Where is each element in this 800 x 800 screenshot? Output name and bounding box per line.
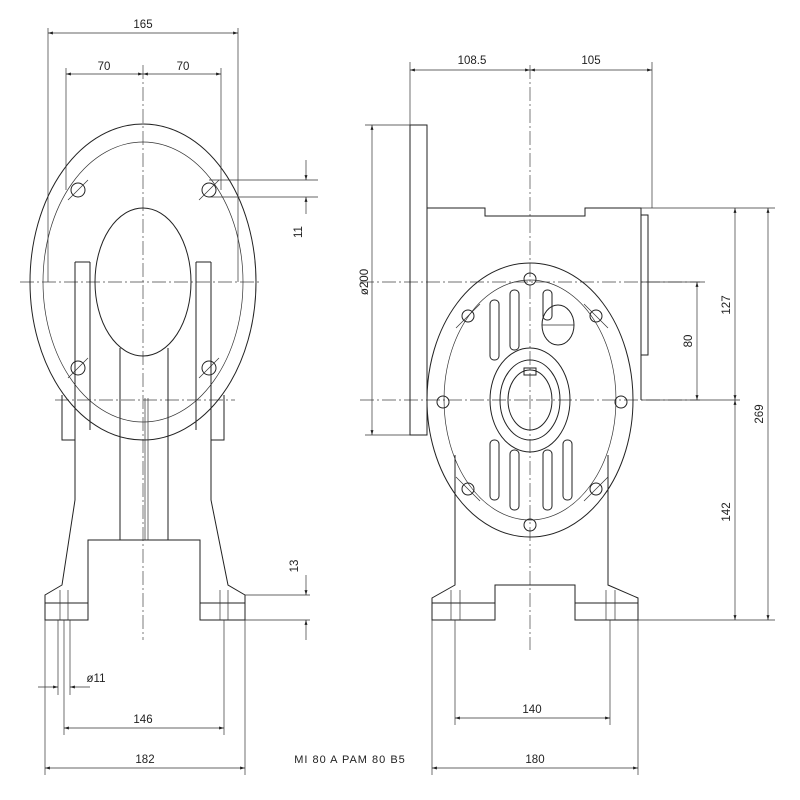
dim-side-foot-centers: 140 xyxy=(522,704,541,716)
dim-foot-centers: 146 xyxy=(133,714,152,726)
dim-total-height: 269 xyxy=(754,404,766,423)
housing-ribs xyxy=(489,289,573,511)
dim-flange-dia: ø200 xyxy=(359,269,371,295)
bore-circle xyxy=(94,207,192,357)
bolt-holes-side xyxy=(436,272,628,532)
dim-half-right: 70 xyxy=(177,61,190,73)
dim-lower-height: 142 xyxy=(721,502,733,521)
dim-side-base-width: 180 xyxy=(525,754,544,766)
drawing-caption: MI 80 A PAM 80 B5 xyxy=(294,754,406,766)
housing-outer xyxy=(426,262,634,538)
front-view: 165 70 70 11 13 ø11 146 182 xyxy=(20,19,318,775)
output-shaft-bore xyxy=(507,369,553,431)
dim-foot-hole: ø11 xyxy=(87,673,106,685)
motor-flange-plate xyxy=(409,124,428,436)
side-view: 108.5 105 ø200 80 127 269 142 140 180 xyxy=(359,55,775,775)
bolt-holes-front xyxy=(67,179,220,379)
dim-overall-top: 165 xyxy=(133,19,152,31)
flange-outer-circle xyxy=(29,123,257,441)
dim-base-thickness: 13 xyxy=(289,560,301,573)
flange-inner-circle xyxy=(42,141,244,423)
dim-base-width: 182 xyxy=(135,754,154,766)
dim-upper-height: 127 xyxy=(721,295,733,314)
dim-top-left: 108.5 xyxy=(458,55,487,67)
dim-half-left: 70 xyxy=(98,61,111,73)
dim-top-right: 105 xyxy=(581,55,600,67)
dim-hole-offset: 11 xyxy=(293,226,305,238)
dim-shaft-offset: 80 xyxy=(683,335,695,348)
